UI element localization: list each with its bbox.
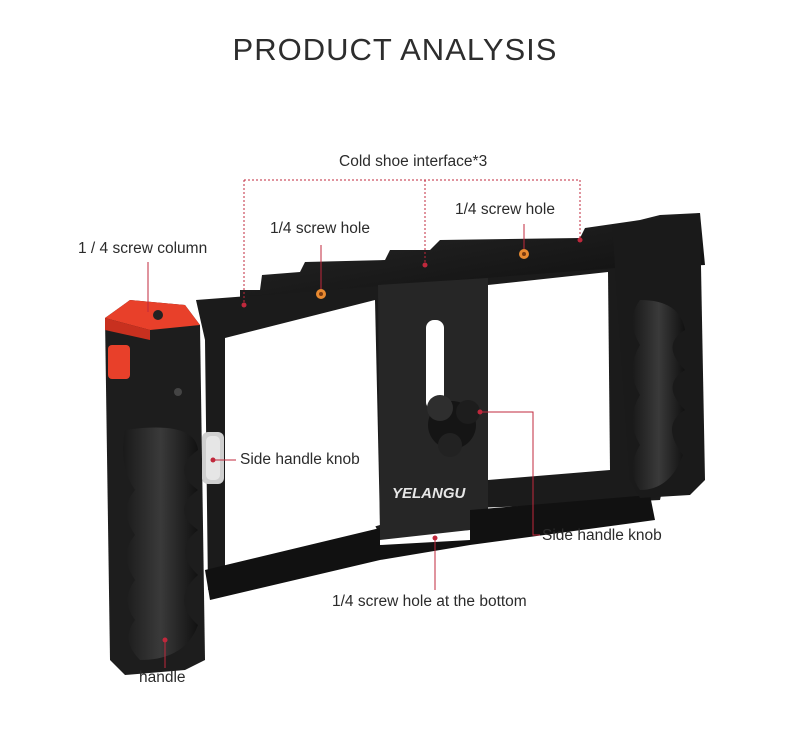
screw-column-icon [153,310,163,320]
frame-top-bar [196,213,705,305]
frame-bottom-bar [205,495,655,600]
center-knob-icon [427,395,480,457]
label-bottom-hole: 1/4 screw hole at the bottom [332,593,527,610]
callout-dots [162,237,583,643]
left-handle-red-face [105,318,150,340]
frame-opening-left [225,300,380,570]
label-side-knob-left: Side handle knob [240,451,360,468]
label-handle: handle [139,669,186,686]
frame-opening-right [488,272,610,480]
right-grip [632,300,685,490]
brand-logo: YELANGU [392,485,467,502]
label-screw-hole-left: 1/4 screw hole [270,220,370,237]
page-title: PRODUCT ANALYSIS [232,32,558,67]
left-grip [122,427,198,660]
label-cold-shoe: Cold shoe interface*3 [339,153,488,170]
callout-lines [147,179,581,668]
label-screw-hole-right: 1/4 screw hole [455,201,555,218]
slot [426,320,444,410]
left-handle-top [105,300,200,330]
label-screw-column: 1 / 4 screw column [78,240,208,257]
red-dial [108,345,130,379]
label-side-knob-right: Side handle knob [542,527,662,544]
